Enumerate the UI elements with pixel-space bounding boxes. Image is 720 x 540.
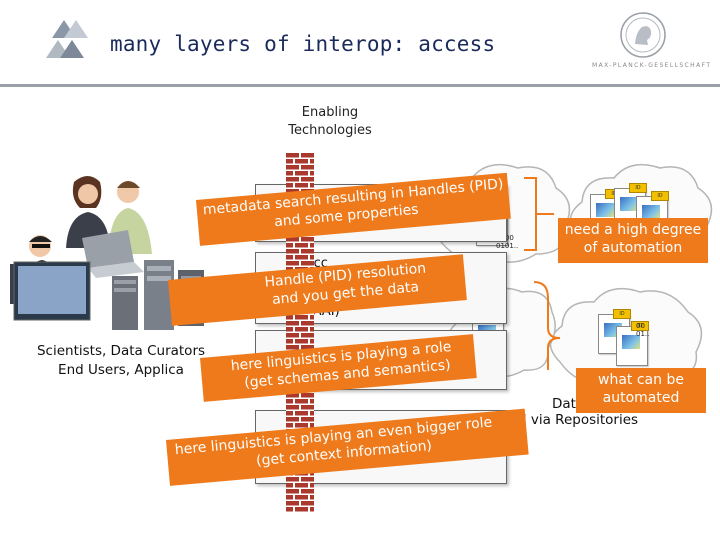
data-document-icon: ID (636, 191, 669, 236)
actors-line-2: End Users, Applica (58, 362, 184, 378)
repositories-label: d via Repositories (518, 412, 639, 428)
automation-line-2: of automation (583, 240, 683, 256)
actors-line-1: Scientists, Data Curators (36, 343, 206, 359)
minerva-seal-icon (620, 12, 666, 58)
seal-caption: MAX-PLANCK-GESELLSCHAFT (592, 62, 712, 69)
automated-line-2: automated (602, 390, 680, 406)
enabling-line-2: Technologies (288, 123, 372, 138)
enabling-line-1: Enabling (301, 105, 359, 120)
slide-title: many layers of interop: access (110, 32, 496, 56)
bracket-mid-icon (533, 281, 561, 370)
mpg-triangles-logo-icon (46, 20, 88, 58)
enabling-technologies-label: Enabling Technologies (255, 104, 405, 140)
automation-line-1: need a high degree (564, 222, 702, 238)
automated-line-1: what can be (598, 372, 684, 388)
slide-header: many layers of interop: access MAX-PLANC… (0, 0, 720, 87)
data-document-icon: ID (616, 321, 649, 366)
automated-callout: what can be automated (576, 368, 706, 413)
actors-label: Scientists, Data Curators End Users, App… (26, 342, 216, 380)
automation-callout: need a high degree of automation (558, 218, 708, 263)
binary-snippet-mid: 00 01.. (636, 322, 650, 338)
header-rule (0, 84, 720, 87)
bracket-top-icon (524, 177, 554, 251)
